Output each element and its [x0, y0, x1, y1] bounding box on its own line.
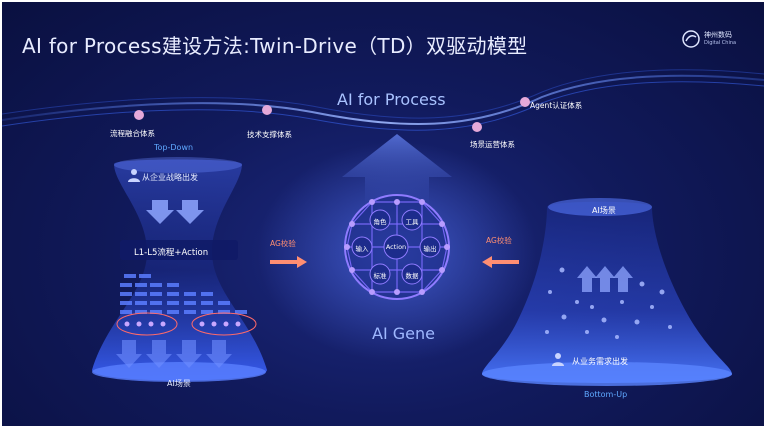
sphere-label: 输出 — [415, 243, 445, 253]
bottom-up-label: Bottom-Up — [584, 390, 627, 399]
left-footer: AI场景 — [167, 378, 191, 389]
right-arrow-label: AG校验 — [486, 235, 512, 246]
sphere-label: 角色 — [365, 216, 395, 226]
wave-node — [134, 110, 144, 120]
wave-label: Agent认证体系 — [530, 100, 582, 111]
page-title: AI for Process建设方法:Twin-Drive（TD）双驱动模型 — [22, 30, 527, 59]
logo-subtitle: Digital China — [704, 40, 736, 46]
wave-label: 流程融合体系 — [110, 128, 155, 139]
right-header: AI场景 — [592, 205, 616, 216]
right-footer: 从业务需求出发 — [572, 356, 628, 367]
wave-node — [262, 105, 272, 115]
logo: 神州数码 Digital China — [682, 28, 752, 56]
logo-icon — [682, 30, 700, 48]
left-funnel — [92, 160, 267, 381]
process-label: L1-L5流程+Action — [134, 246, 208, 258]
sphere-label: 输入 — [347, 243, 377, 253]
up-arrow-icon — [577, 266, 633, 292]
left-arrow-label: AG校验 — [270, 238, 296, 249]
wave-node — [472, 122, 482, 132]
sphere-label: Action — [381, 243, 411, 251]
wave-node — [520, 97, 530, 107]
center-title: AI for Process — [337, 90, 446, 109]
left-header: 从企业战略出发 — [142, 172, 198, 183]
sphere-label: 标准 — [365, 270, 395, 280]
sphere-label: 工具 — [397, 216, 427, 226]
ai-gene-label: AI Gene — [372, 324, 435, 343]
wave-label: 技术支撑体系 — [247, 129, 292, 140]
top-down-label: Top-Down — [154, 143, 193, 152]
logo-name: 神州数码 — [704, 30, 732, 40]
wave-label: 场景运营体系 — [470, 139, 515, 150]
sphere-label: 数据 — [397, 270, 427, 280]
